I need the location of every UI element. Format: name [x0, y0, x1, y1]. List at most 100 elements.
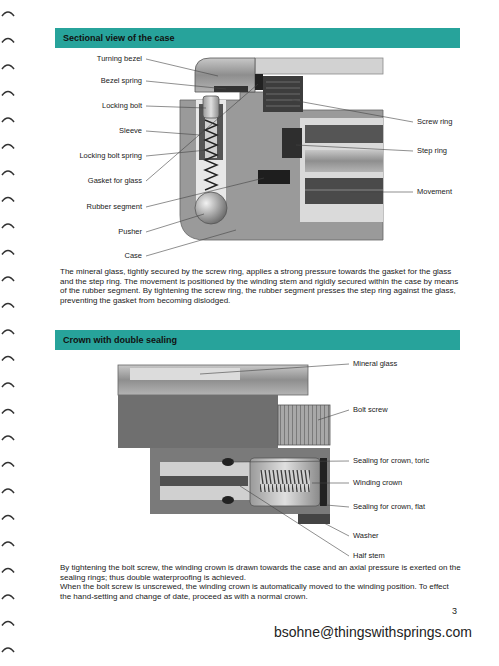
leader-line [292, 100, 413, 122]
binding-ring [2, 542, 14, 546]
mineral-glass [130, 368, 240, 380]
section-header-band: Crown with double sealing [55, 330, 460, 350]
movement-detail [305, 190, 383, 191]
screw-ring [263, 76, 303, 112]
part-label: Rubber segment [87, 202, 142, 212]
case-wall [118, 395, 278, 448]
toric-seal [222, 496, 234, 504]
leader-line [146, 131, 200, 135]
screw-thread [266, 82, 300, 106]
crown-spring [260, 470, 310, 492]
part-label: Step ring [417, 146, 447, 156]
leader-line [240, 486, 349, 556]
leader-line [318, 410, 349, 420]
leader-line [146, 214, 204, 232]
winding-crown [250, 458, 320, 506]
leader-line [146, 230, 236, 256]
case-cavity [300, 118, 383, 222]
part-label: Mineral glass [353, 359, 397, 369]
leader-line [146, 178, 264, 207]
locking-bolt [203, 96, 219, 118]
page-number: 3 [452, 606, 457, 616]
part-label: Movement [417, 187, 452, 197]
gasket-for-glass [255, 74, 263, 90]
part-label: Sleeve [119, 126, 142, 136]
paragraph: When the bolt screw is unscrewed, the wi… [60, 582, 462, 601]
spiral-binding [2, 12, 14, 652]
binding-ring [2, 383, 14, 387]
part-label: Sealing for crown, flat [353, 502, 425, 512]
part-label: Case [124, 251, 142, 261]
movement [305, 150, 383, 172]
movement [305, 178, 383, 204]
binding-ring [2, 463, 14, 467]
leader-line [200, 364, 349, 374]
leader-line [322, 522, 349, 536]
bezel-spring [214, 86, 248, 92]
binding-ring [2, 410, 14, 414]
binding-ring [2, 648, 14, 652]
binding-ring [2, 595, 14, 599]
mineral-glass [255, 58, 383, 74]
part-label: Sealing for crown, toric [353, 456, 429, 466]
case-body [180, 92, 383, 240]
part-label: Half stem [353, 551, 385, 561]
part-label: Gasket for glass [88, 176, 142, 186]
leader-line [146, 81, 226, 89]
pusher [195, 192, 227, 224]
binding-ring [2, 436, 14, 440]
part-label: Screw ring [417, 117, 452, 127]
section-header-band: Sectional view of the case [55, 28, 460, 48]
crown-section-drawing [118, 365, 330, 524]
leader-line [146, 59, 218, 76]
part-label: Bezel spring [101, 76, 142, 86]
section-heading: Crown with double sealing [63, 335, 177, 345]
binding-ring [2, 489, 14, 493]
case-section-drawing [180, 58, 383, 240]
binding-ring [2, 622, 14, 626]
binding-ring [2, 224, 14, 228]
binding-ring [2, 118, 14, 122]
binding-ring [2, 198, 14, 202]
leader-lines [200, 364, 349, 556]
rubber-segment [258, 170, 290, 184]
binding-ring [2, 330, 14, 334]
binding-ring [2, 516, 14, 520]
flat-seal [320, 458, 327, 506]
part-label: Locking bolt [102, 101, 142, 111]
movement [305, 125, 383, 143]
binding-ring [2, 171, 14, 175]
paragraph: By tightening the bolt screw, the windin… [60, 563, 462, 582]
part-label: Winding crown [353, 478, 402, 488]
bolt-screw [278, 405, 330, 445]
washer [298, 514, 330, 524]
leader-line [326, 505, 349, 507]
binding-ring [2, 65, 14, 69]
binding-ring [2, 569, 14, 573]
leader-line [146, 84, 258, 181]
binding-ring [2, 39, 14, 43]
leader-line [146, 106, 206, 108]
leader-lines [146, 59, 413, 256]
part-label: Turning bezel [97, 54, 142, 64]
section-heading: Sectional view of the case [63, 33, 175, 43]
binding-ring [2, 277, 14, 281]
part-label: Bolt screw [353, 405, 388, 415]
step-ring [282, 128, 302, 158]
binding-ring [2, 145, 14, 149]
binding-ring [2, 304, 14, 308]
paragraph: The mineral glass, tightly secured by th… [60, 267, 462, 305]
glass-and-case [118, 365, 308, 395]
part-label: Washer [353, 531, 379, 541]
part-label: Locking bolt spring [79, 151, 142, 161]
source-watermark: bsohne@thingswithsprings.com [272, 627, 474, 637]
leader-line [296, 145, 413, 151]
leader-line [312, 483, 349, 484]
leader-line [232, 461, 349, 462]
crown-housing [150, 448, 330, 514]
leader-line [146, 150, 207, 156]
leader-line [350, 192, 413, 193]
binding-ring [2, 12, 14, 16]
binding-ring [2, 357, 14, 361]
